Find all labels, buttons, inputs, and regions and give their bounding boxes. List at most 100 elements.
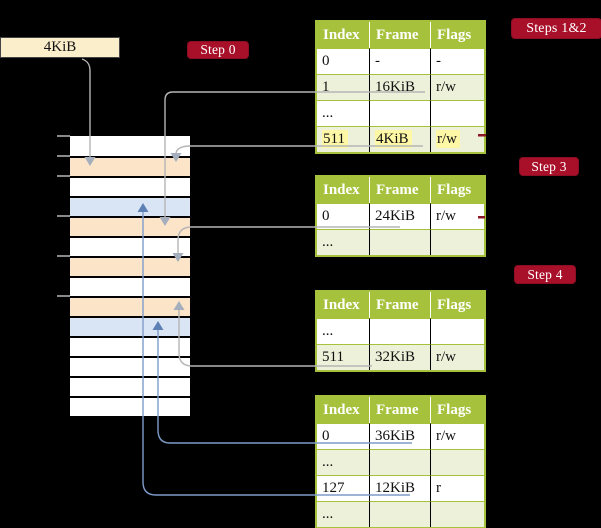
memory-row [70, 256, 190, 276]
memory-row [70, 276, 190, 296]
memory-tick [57, 155, 70, 157]
cell-frame [370, 449, 431, 475]
cell-flags [431, 449, 484, 475]
cell-flags: r/w [431, 344, 484, 370]
table-row-highlighted: 511 4KiB r/w [317, 126, 484, 152]
cell-frame [370, 229, 431, 255]
step-3-badge: Step 3 [520, 158, 578, 175]
cell-frame: 36KiB [370, 423, 431, 449]
memory-column [70, 136, 190, 416]
table-header-row: Index Frame Flags [317, 397, 484, 423]
table-row: ... [317, 100, 484, 126]
memory-row [70, 396, 190, 416]
step-0-badge: Step 0 [188, 42, 248, 58]
highlighted-value: 511 [322, 130, 348, 148]
cell-index: ... [317, 229, 370, 255]
cell-index: 511 [317, 126, 370, 152]
memory-row [70, 136, 190, 156]
table-header-row: Index Frame Flags [317, 177, 484, 203]
memory-row [70, 216, 190, 236]
table-row: 0 36KiB r/w [317, 423, 484, 449]
column-header-index: Index [317, 397, 370, 423]
table-row: 511 32KiB r/w [317, 344, 484, 370]
column-header-frame: Frame [370, 177, 431, 203]
memory-row [70, 236, 190, 256]
column-header-frame: Frame [370, 292, 431, 318]
cell-flags [431, 318, 484, 344]
memory-row [70, 316, 190, 336]
page-table-1: Index Frame Flags 0 - - 1 16KiB r/w ... … [315, 20, 486, 154]
table-row: ... [317, 501, 484, 527]
cell-index: 511 [317, 344, 370, 370]
steps-1-2-label: Steps 1&2 [526, 20, 587, 36]
table-header-row: Index Frame Flags [317, 292, 484, 318]
column-header-flags: Flags [431, 177, 484, 203]
memory-row [70, 336, 190, 356]
cell-index: ... [317, 318, 370, 344]
cell-index: ... [317, 100, 370, 126]
cell-flags [431, 501, 484, 527]
page-table-3: Index Frame Flags ... 511 32KiB r/w [315, 290, 486, 372]
column-header-flags: Flags [431, 22, 484, 48]
page-size-label: 4KiB [43, 39, 77, 55]
cell-frame: 24KiB [370, 203, 431, 229]
cell-index: 0 [317, 48, 370, 74]
cell-frame: 12KiB [370, 475, 431, 501]
cell-frame [370, 501, 431, 527]
column-header-flags: Flags [431, 397, 484, 423]
page-table-2: Index Frame Flags 0 24KiB r/w ... [315, 175, 486, 257]
cell-flags [431, 100, 484, 126]
step-4-badge: Step 4 [515, 266, 575, 283]
step-4-label: Step 4 [527, 266, 563, 282]
table-row: 127 12KiB r [317, 475, 484, 501]
step-3-label: Step 3 [531, 158, 567, 174]
cell-flags: r/w [431, 126, 484, 152]
memory-row [70, 356, 190, 376]
cell-frame: 32KiB [370, 344, 431, 370]
cell-frame: - [370, 48, 431, 74]
cell-flags: r/w [431, 74, 484, 100]
steps-1-2-badge: Steps 1&2 [512, 19, 601, 38]
column-header-index: Index [317, 22, 370, 48]
cell-index: ... [317, 449, 370, 475]
column-header-flags: Flags [431, 292, 484, 318]
memory-row [70, 296, 190, 316]
cell-flags: r/w [431, 203, 484, 229]
highlighted-value: r/w [436, 130, 460, 148]
memory-tick [57, 135, 70, 137]
cell-frame: 16KiB [370, 74, 431, 100]
table-row: ... [317, 229, 484, 255]
page-size-box: 4KiB [0, 37, 120, 58]
memory-row [70, 196, 190, 216]
highlighted-value: 4KiB [375, 130, 412, 148]
cell-index: ... [317, 501, 370, 527]
column-header-frame: Frame [370, 397, 431, 423]
cell-index: 1 [317, 74, 370, 100]
table-row: ... [317, 449, 484, 475]
memory-tick [57, 255, 70, 257]
table-row: ... [317, 318, 484, 344]
cell-flags: - [431, 48, 484, 74]
cell-index: 0 [317, 423, 370, 449]
cell-flags: r/w [431, 423, 484, 449]
memory-row [70, 376, 190, 396]
table-row: 1 16KiB r/w [317, 74, 484, 100]
cell-frame [370, 100, 431, 126]
cell-flags: r [431, 475, 484, 501]
cell-flags [431, 229, 484, 255]
memory-tick [57, 175, 70, 177]
table-header-row: Index Frame Flags [317, 22, 484, 48]
page-table-4: Index Frame Flags 0 36KiB r/w ... 127 12… [315, 395, 486, 528]
memory-tick [57, 295, 70, 297]
cell-frame: 4KiB [370, 126, 431, 152]
memory-row [70, 176, 190, 196]
table-row: 0 24KiB r/w [317, 203, 484, 229]
memory-row [70, 156, 190, 176]
cell-frame [370, 318, 431, 344]
cell-index: 0 [317, 203, 370, 229]
cell-index: 127 [317, 475, 370, 501]
column-header-index: Index [317, 292, 370, 318]
memory-tick [57, 215, 70, 217]
column-header-index: Index [317, 177, 370, 203]
